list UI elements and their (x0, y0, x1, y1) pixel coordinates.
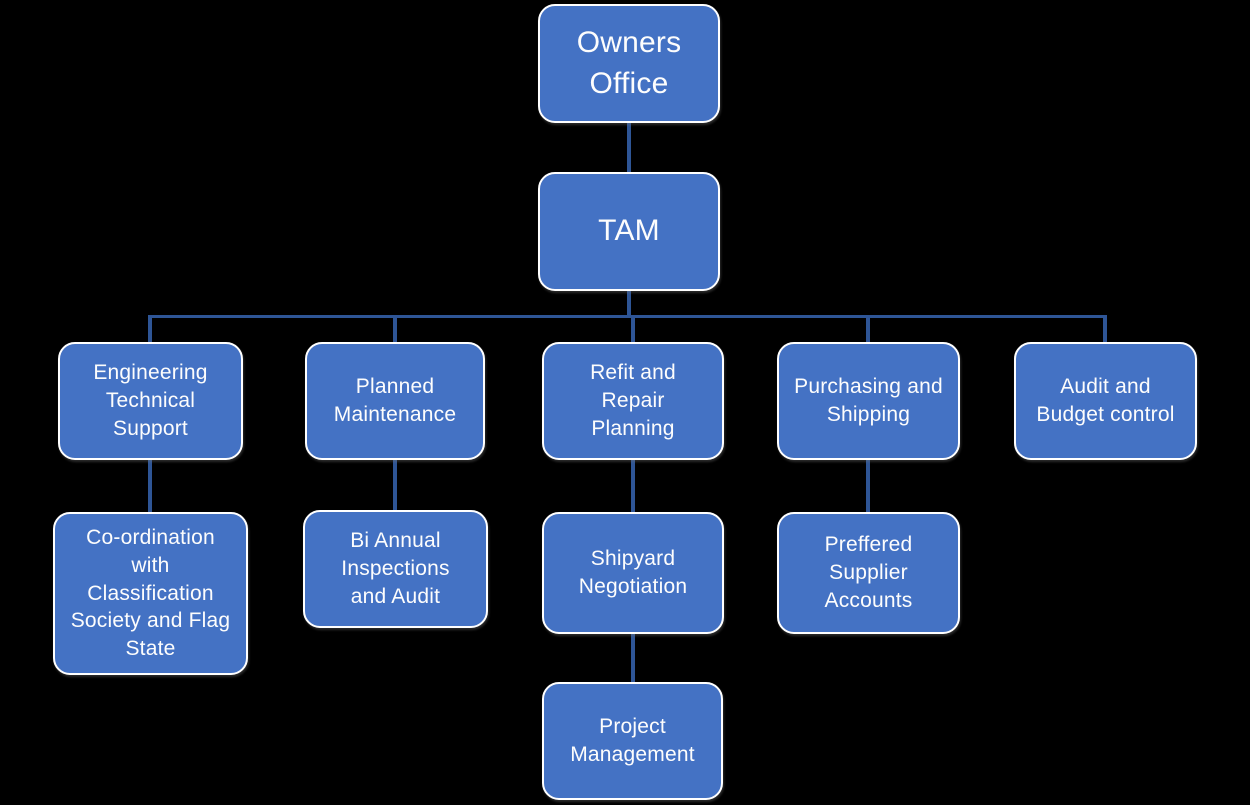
node-owners-office-label: Owners Office (576, 26, 682, 100)
connector-planned-to-bi-annual (393, 458, 397, 512)
node-bi-annual-inspections-and-audit-label: Bi Annual Inspections and Audit (341, 529, 450, 608)
node-preffered-supplier-accounts: Preffered Supplier Accounts (777, 512, 960, 634)
connector-owners-office-to-tam (627, 121, 631, 174)
connector-drop-engineering-technical-support (148, 315, 152, 344)
node-tam-label: TAM (598, 214, 660, 248)
connector-drop-audit-and-budget-control (1103, 315, 1107, 344)
node-planned-maintenance: Planned Maintenance (305, 342, 485, 460)
connector-drop-refit-and-repair-planning (631, 315, 635, 344)
node-refit-and-repair-planning-label: Refit and Repair Planning (590, 361, 676, 440)
connector-refit-to-shipyard-negotiation (631, 458, 635, 514)
node-purchasing-and-shipping-label: Purchasing and Shipping (794, 375, 943, 426)
connector-purchasing-to-preffered-supplier (866, 458, 870, 514)
node-shipyard-negotiation: Shipyard Negotiation (542, 512, 724, 634)
connector-drop-purchasing-and-shipping (866, 315, 870, 344)
connector-drop-planned-maintenance (393, 315, 397, 344)
node-owners-office: Owners Office (538, 4, 720, 123)
node-bi-annual-inspections-and-audit: Bi Annual Inspections and Audit (303, 510, 488, 628)
node-refit-and-repair-planning: Refit and Repair Planning (542, 342, 724, 460)
node-coordination-with-classification-society-and-flag-state: Co-ordination with Classification Societ… (53, 512, 248, 675)
node-engineering-technical-support-label: Engineering Technical Support (93, 361, 208, 440)
node-audit-and-budget-control-label: Audit and Budget control (1036, 375, 1175, 426)
connector-shipyard-to-project-management (631, 632, 635, 684)
node-engineering-technical-support: Engineering Technical Support (58, 342, 243, 460)
node-preffered-supplier-accounts-label: Preffered Supplier Accounts (824, 533, 913, 612)
connector-engineering-to-coordination (148, 458, 152, 514)
node-project-management: Project Management (542, 682, 723, 800)
connector-tam-horizontal-bar (149, 315, 1107, 318)
node-audit-and-budget-control: Audit and Budget control (1014, 342, 1197, 460)
node-purchasing-and-shipping: Purchasing and Shipping (777, 342, 960, 460)
node-planned-maintenance-label: Planned Maintenance (333, 375, 457, 426)
node-project-management-label: Project Management (570, 715, 695, 766)
node-coordination-label: Co-ordination with Classification Societ… (70, 526, 231, 661)
node-shipyard-negotiation-label: Shipyard Negotiation (578, 547, 688, 598)
connector-tam-stem (627, 289, 631, 317)
node-tam: TAM (538, 172, 720, 291)
